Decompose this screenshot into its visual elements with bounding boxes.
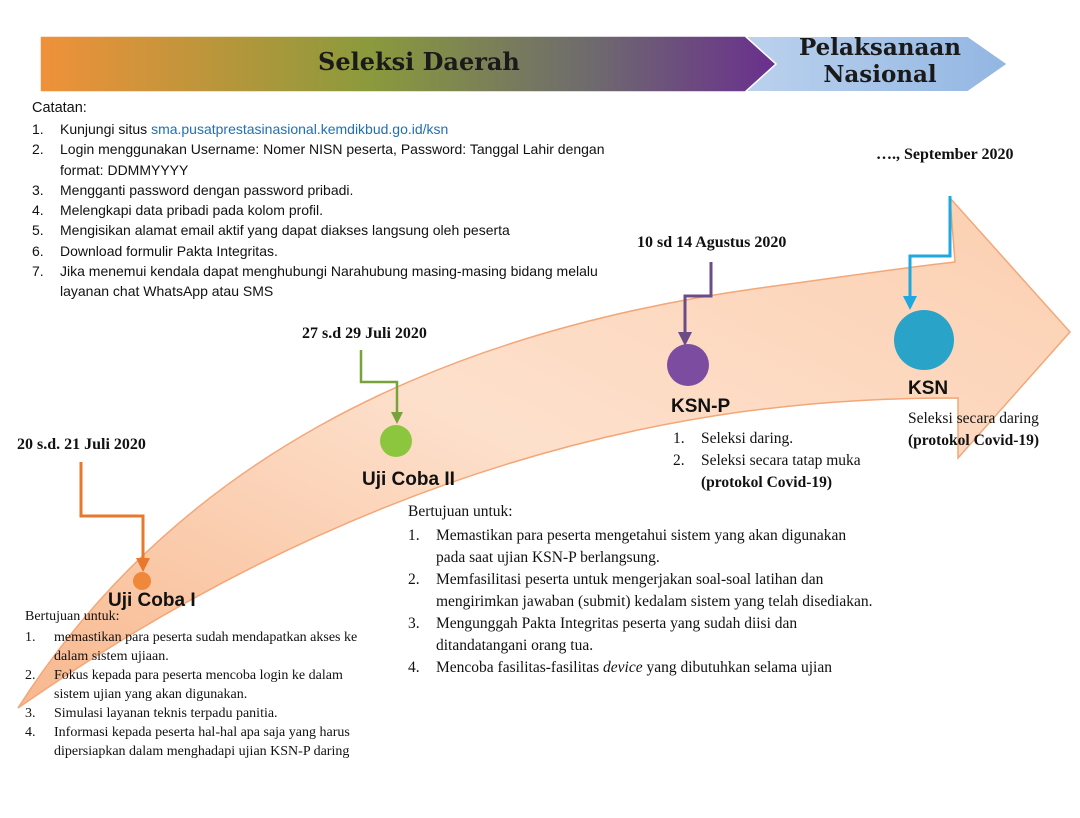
milestone-dot-uji-coba-2 bbox=[380, 425, 412, 457]
ksn-p-protocol-note: (protokol Covid-19) bbox=[701, 474, 833, 491]
date-uji-coba-2: 27 s.d 29 Juli 2020 bbox=[302, 325, 427, 342]
note-item: 7.Jika menemui kendala dapat menghubungi… bbox=[32, 263, 598, 300]
purpose-item: 3.Mengunggah Pakta Integritas peserta ya… bbox=[408, 615, 798, 654]
purpose-title-uji-coba-2: Bertujuan untuk: bbox=[408, 503, 513, 520]
notes-title: Catatan: bbox=[32, 100, 87, 116]
national-banner-line1: Pelaksanaan bbox=[799, 34, 961, 61]
notes-list: 1.Kunjungi situs sma.pusatprestasinasion… bbox=[32, 119, 612, 302]
purpose-item: 3.Simulasi layanan teknis terpadu paniti… bbox=[25, 706, 278, 721]
connector-ksn-p bbox=[683, 262, 713, 336]
connector-ksn bbox=[908, 196, 952, 300]
stage-label-uji-coba-2: Uji Coba II bbox=[362, 469, 455, 490]
arrowhead-uji-coba-2 bbox=[391, 412, 403, 424]
note-item: 4.Melengkapi data pribadi pada kolom pro… bbox=[32, 202, 324, 219]
national-banner-line2: Nasional bbox=[823, 61, 937, 88]
date-uji-coba-1: 20 s.d. 21 Juli 2020 bbox=[17, 436, 146, 453]
connector-uji-coba-2 bbox=[359, 350, 399, 416]
note-item: 1.Kunjungi situs sma.pusatprestasinasion… bbox=[32, 121, 449, 137]
note-item: 2.Login menggunakan Username: Nomer NISN… bbox=[32, 141, 605, 178]
regional-banner-label: Seleksi Daerah bbox=[318, 47, 520, 76]
ksn-p-list: 1.Seleksi daring. 2.Seleksi secara tatap… bbox=[673, 428, 913, 494]
note-item: 3.Mengganti password dengan password pri… bbox=[32, 181, 354, 198]
milestone-dot-ksn-p bbox=[667, 344, 709, 386]
arrowhead-ksn-p bbox=[678, 332, 692, 346]
purpose-item: 2.Memfasilitasi peserta untuk mengerjaka… bbox=[408, 571, 873, 610]
stage-label-ksn: KSN bbox=[908, 378, 949, 399]
national-banner-label: Pelaksanaan Nasional bbox=[790, 34, 970, 88]
purpose-item: 1.memastikan para peserta sudah mendapat… bbox=[25, 630, 358, 664]
stage-label-ksn-p: KSN-P bbox=[671, 396, 731, 417]
regional-banner bbox=[39, 35, 778, 93]
date-ksn-p: 10 sd 14 Agustus 2020 bbox=[637, 234, 787, 251]
note-item: 5.Mengisikan alamat email aktif yang dap… bbox=[32, 222, 510, 239]
milestone-dot-uji-coba-1 bbox=[133, 572, 151, 590]
ksn-p-item: 1.Seleksi daring. bbox=[673, 430, 794, 447]
stage-label-uji-coba-1: Uji Coba I bbox=[108, 590, 196, 611]
purpose-list-uji-coba-2: 1.Memastikan para peserta mengetahui sis… bbox=[408, 525, 878, 679]
note-item: 6.Download formulir Pakta Integritas. bbox=[32, 242, 278, 259]
site-link[interactable]: sma.pusatprestasinasional.kemdikbud.go.i… bbox=[151, 121, 449, 137]
purpose-item: 1.Memastikan para peserta mengetahui sis… bbox=[408, 527, 847, 566]
milestone-dot-ksn bbox=[894, 310, 954, 370]
date-ksn: …., September 2020 bbox=[876, 146, 1014, 163]
ksn-desc: Seleksi secara daring bbox=[908, 410, 1039, 427]
ksn-p-item: 2.Seleksi secara tatap muka(protokol Cov… bbox=[673, 452, 861, 491]
arrowhead-uji-coba-1 bbox=[136, 558, 150, 572]
purpose-item: 2.Fokus kepada para peserta mencoba logi… bbox=[25, 668, 343, 702]
ksn-protocol-note: (protokol Covid-19) bbox=[908, 432, 1040, 449]
purpose-list-uji-coba-1: 1.memastikan para peserta sudah mendapat… bbox=[25, 628, 375, 761]
connector-uji-coba-1 bbox=[79, 462, 145, 562]
arrowhead-ksn bbox=[903, 296, 917, 310]
purpose-item: 4.Informasi kepada peserta hal-hal apa s… bbox=[25, 725, 350, 759]
purpose-title-uji-coba-1: Bertujuan untuk: bbox=[25, 609, 120, 624]
purpose-item: 4.Mencoba fasilitas-fasilitas device yan… bbox=[408, 659, 832, 676]
